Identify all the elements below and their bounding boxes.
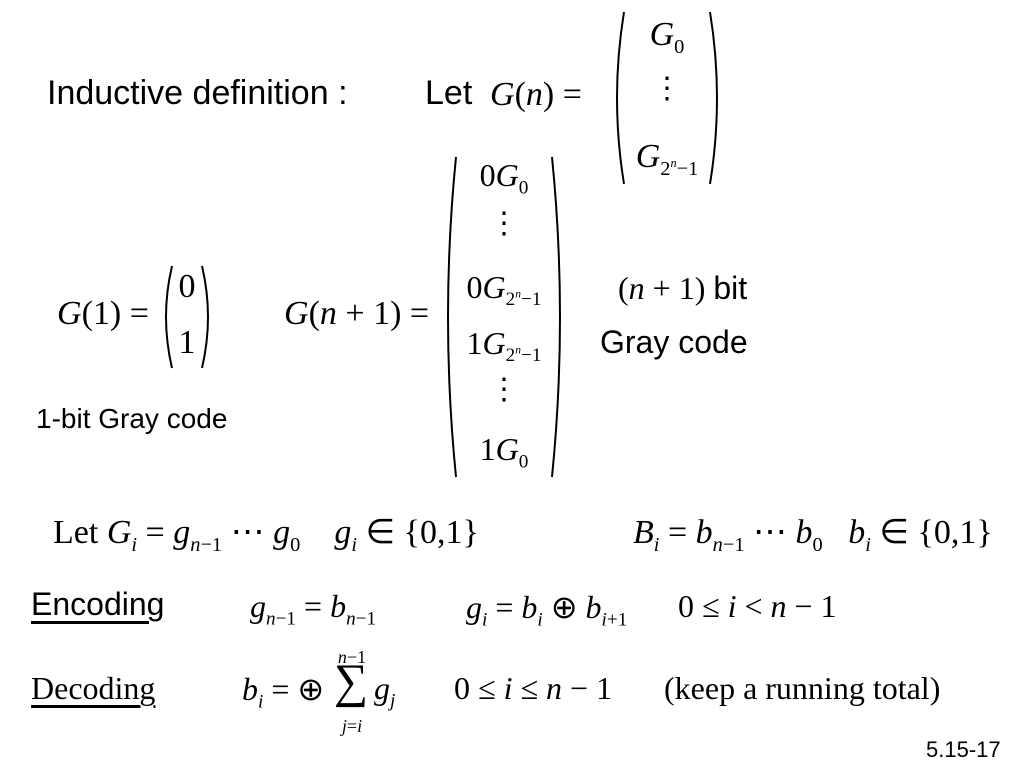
matrix-top-dots: ⋮ xyxy=(652,72,682,105)
decoding-label: Decoding xyxy=(31,670,156,706)
matrix-step: 0G0 ⋮ 0G2n−1 1G2n−1 ⋮ 1G0 xyxy=(440,153,568,481)
step-caption-bit: bit xyxy=(713,270,748,306)
step-caption-line2: Gray code xyxy=(600,324,748,360)
matrix-base: 0 1 xyxy=(160,262,214,372)
decoding-note: (keep a running total) xyxy=(664,670,941,706)
base-caption: 1-bit Gray code xyxy=(36,403,228,434)
matrix-top-row0: G0 xyxy=(649,16,685,58)
matrix-step-row0: 0G0 xyxy=(479,157,529,199)
step-caption-line1: (n + 1) bit xyxy=(618,270,748,306)
matrix-top-row-last: G2n−1 xyxy=(635,138,699,180)
gn-lhs: G(n) = xyxy=(490,76,582,113)
matrix-top-brackets xyxy=(616,11,718,185)
matrix-step-row1: 0G2n−1 xyxy=(466,269,542,311)
matrix-step-row3: 1G0 xyxy=(479,431,529,473)
decoding-sum: ∑ xyxy=(334,655,369,708)
decoding-cond: 0 ≤ i ≤ n − 1 xyxy=(454,670,613,706)
gn1-lhs: G(n + 1) = xyxy=(284,295,430,332)
matrix-step-dots-1: ⋮ xyxy=(489,207,519,240)
matrix-base-row0: 0 xyxy=(178,268,196,305)
matrix-step-brackets xyxy=(447,156,561,478)
matrix-top: G0 ⋮ G2n−1 xyxy=(608,8,726,188)
def-g: Let Gi = gn−1 ⋯ g0 gi ∈ {0,1} xyxy=(53,514,479,556)
encoding-cond: 0 ≤ i < n − 1 xyxy=(678,588,837,624)
matrix-base-row1: 1 xyxy=(178,324,196,361)
matrix-base-brackets xyxy=(165,265,209,369)
encoding-eq1: gn−1 = bn−1 xyxy=(250,588,377,630)
g1-lhs: G(1) = xyxy=(57,295,149,332)
decoding-sum-lower: j=i xyxy=(341,716,363,736)
def-b: Bi = bn−1 ⋯ b0 bi ∈ {0,1} xyxy=(633,514,993,556)
decoding-lhs: bi = ⊕ xyxy=(242,671,325,713)
decoding-sum-upper: n−1 xyxy=(337,647,367,667)
title-text: Inductive definition : xyxy=(47,74,348,112)
title-let: Let xyxy=(425,74,473,112)
slide-number: 5.15-17 xyxy=(926,737,1001,762)
decoding-g: gj xyxy=(374,670,396,712)
encoding-eq2: gi = bi ⊕ bi+1 xyxy=(466,589,628,631)
def-let: Let xyxy=(53,514,99,551)
matrix-step-dots-2: ⋮ xyxy=(489,373,519,406)
encoding-label: Encoding xyxy=(31,586,165,622)
matrix-step-row2: 1G2n−1 xyxy=(466,325,542,367)
